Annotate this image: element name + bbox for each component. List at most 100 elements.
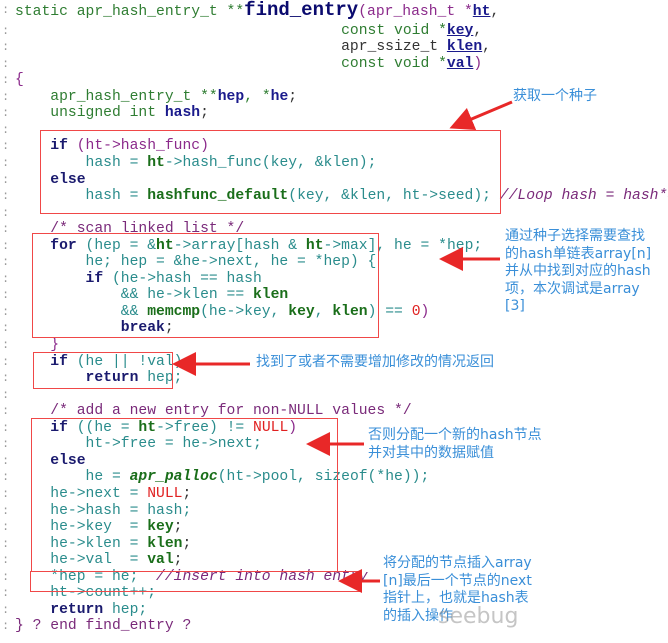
code-token: apr_ssize_t <box>15 39 447 56</box>
code-token: , <box>490 4 500 20</box>
gutter-mark: : <box>2 354 10 369</box>
code-token: ->hash_func(key, &klen); <box>164 154 377 171</box>
annotation-scan: 通过种子选择需要查找 的hash单链表array[n] 并从中找到对应的hash… <box>505 228 652 314</box>
code-token: he->val = <box>15 552 148 569</box>
gutter-mark: : <box>2 420 10 435</box>
code-text: const void *key, <box>15 23 482 40</box>
code-text: hash = ht->hash_func(key, &klen); <box>15 154 377 172</box>
gutter-mark: : <box>2 437 10 452</box>
gutter-mark: : <box>2 453 10 468</box>
gutter-mark: : <box>2 304 10 319</box>
code-token: ht <box>305 237 324 254</box>
code-token: (he->hash == hash <box>103 270 262 287</box>
code-token: ht <box>138 419 157 436</box>
gutter-mark: : <box>2 155 10 170</box>
code-token: he->hash = hash; <box>15 502 192 519</box>
code-text: if (he->hash == hash <box>15 271 262 288</box>
code-token: ; <box>173 519 183 536</box>
code-token: ; <box>200 105 209 122</box>
code-text: he; hep = &he->next, he = *hep) { <box>15 254 377 271</box>
code-token: 0 <box>411 303 421 320</box>
code-text: ht->free = he->next; <box>15 436 262 453</box>
code-token: hashfunc_default <box>147 188 289 205</box>
code-text: he->key = key; <box>15 519 183 536</box>
code-text: break; <box>15 320 174 337</box>
code-text: apr_hash_entry_t **hep, *he; <box>15 89 297 106</box>
code-text: { <box>15 72 24 89</box>
code-text: he->val = val; <box>15 552 183 569</box>
code-token: break <box>120 320 165 337</box>
code-token: ; <box>182 535 192 552</box>
gutter-mark: : <box>2 503 10 518</box>
code-token: if <box>50 419 68 436</box>
highlight-box-hash-seed <box>40 130 501 214</box>
code-token: ->max], he = *hep; <box>323 237 483 254</box>
annotation-seed: 获取一个种子 <box>513 88 597 104</box>
code-token: key <box>446 22 474 39</box>
code-token: , <box>473 22 483 39</box>
gutter-mark: : <box>2 172 10 187</box>
code-token: return <box>85 370 139 387</box>
code-token: //Loop hash = hash*33+* <box>499 188 668 205</box>
gutter-mark: : <box>2 371 10 386</box>
code-text: hash = hashfunc_default(key, &klen, ht->… <box>15 188 668 205</box>
code-token: const void * <box>15 22 447 39</box>
code-text: && memcmp(he->key, key, klen) == 0) <box>15 303 430 321</box>
gutter-mark: : <box>2 23 10 38</box>
gutter-mark: : <box>2 56 10 71</box>
code-token: return <box>50 601 104 618</box>
code-token: { <box>15 72 24 89</box>
code-token: for <box>50 237 77 254</box>
code-token: val <box>446 55 474 72</box>
code-token: (ht->hash_func) <box>67 138 209 155</box>
code-token: && <box>15 303 148 320</box>
code-text: apr_ssize_t klen, <box>15 39 491 56</box>
gutter-mark: : <box>2 404 10 419</box>
gutter-mark: : <box>2 222 10 237</box>
code-token: hash = <box>15 154 148 171</box>
code-token: memcmp <box>147 303 201 320</box>
code-token: ((he = <box>67 419 139 436</box>
gutter-mark: : <box>2 470 10 485</box>
annotation-alloc: 否则分配一个新的hash节点 并对其中的数据赋值 <box>368 427 542 461</box>
code-token: find_entry <box>244 0 359 21</box>
code-token: else <box>50 171 86 188</box>
code-token: } <box>15 337 60 353</box>
code-token: ; <box>182 485 192 502</box>
code-token: apr_palloc <box>129 469 218 486</box>
code-token: hep; <box>103 601 148 618</box>
code-token: klen <box>252 287 289 304</box>
code-token: ->free) != <box>156 419 254 436</box>
code-token: ht <box>472 4 491 20</box>
code-token: ; <box>173 552 183 569</box>
code-token: he = <box>15 469 130 486</box>
gutter-mark: : <box>2 73 10 88</box>
code-token: key <box>147 519 174 536</box>
code-token: } ? end find_entry ? <box>15 618 192 635</box>
code-token: ->array[hash & <box>173 237 306 254</box>
code-token: (hep = & <box>76 237 157 254</box>
code-token: , <box>482 39 491 56</box>
gutter-mark: : <box>2 602 10 617</box>
code-token: ht <box>156 237 174 254</box>
code-token: (he->key, <box>200 303 289 320</box>
code-token: , <box>314 303 333 320</box>
code-text: /* add a new entry for non-NULL values *… <box>15 403 411 420</box>
code-token: ) <box>288 419 298 436</box>
code-token: hash <box>164 105 201 122</box>
code-token: (apr_hash_t * <box>358 4 473 20</box>
code-text: he->hash = hash; <box>15 503 191 520</box>
gutter-mark: : <box>2 338 10 352</box>
code-token: *hep = he; <box>15 568 157 585</box>
code-token: unsigned int <box>15 105 165 122</box>
gutter-mark: : <box>2 569 10 584</box>
code-token: he->next = <box>15 485 148 502</box>
code-token: ) == <box>367 303 412 320</box>
code-token: else <box>50 452 86 469</box>
gutter-mark: : <box>2 536 10 551</box>
code-token: val <box>147 552 174 569</box>
gutter-mark: : <box>2 520 10 535</box>
code-token: ; <box>288 88 298 105</box>
